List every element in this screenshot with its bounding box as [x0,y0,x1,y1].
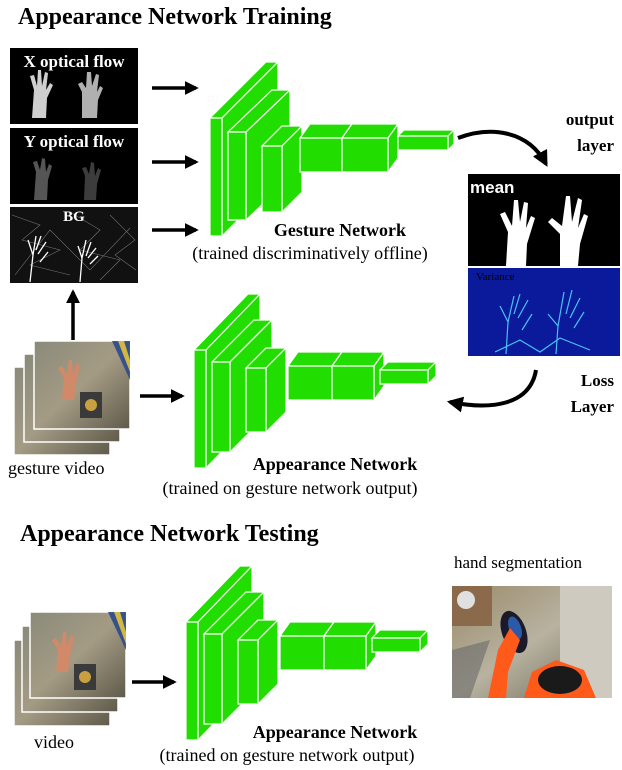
gesture-network-diagram [208,60,456,238]
loss-layer-line1: Loss [580,371,614,390]
appearance-network-label: Appearance Network [252,454,418,474]
test-appearance-network-note: (trained on gesture network output) [159,745,415,765]
mean-image [468,174,620,266]
x-optical-flow-label: X optical flow [23,52,125,71]
test-video-caption: video [34,732,74,752]
gesture-video-stack [13,340,131,456]
gesture-video-caption: gesture video [8,458,105,478]
y-optical-flow-label: Y optical flow [23,132,125,151]
hand-segmentation-caption: hand segmentation [454,553,582,572]
testing-section-title: Appearance Network Testing [20,521,319,547]
arrow-loss-to-appearance [446,369,538,413]
loss-layer-label: Loss Layer [530,368,614,420]
mean-label: mean [470,178,515,197]
appearance-network-diagram [192,292,438,470]
variance-image [468,268,620,356]
y-optical-flow-image [10,128,138,204]
output-layer-line1: output [565,110,614,129]
arrow-to-output-layer [457,129,548,167]
output-layer-line2: layer [577,136,614,155]
bg-label: BG [63,209,85,225]
x-optical-flow-image [10,48,138,124]
gesture-network-label: Gesture Network [273,220,407,240]
test-appearance-network-label: Appearance Network [252,722,418,742]
test-video-stack [13,611,127,727]
hand-segmentation-image [452,586,612,698]
training-section-title: Appearance Network Training [18,4,332,30]
bg-image [10,207,138,283]
test-appearance-network-diagram [184,564,430,742]
gesture-network-note: (trained discriminatively offline) [192,243,428,263]
loss-layer-line2: Layer [570,397,614,416]
output-layer-label: output layer [530,107,614,159]
variance-label: Variance [476,271,515,283]
appearance-network-note: (trained on gesture network output) [162,478,418,498]
